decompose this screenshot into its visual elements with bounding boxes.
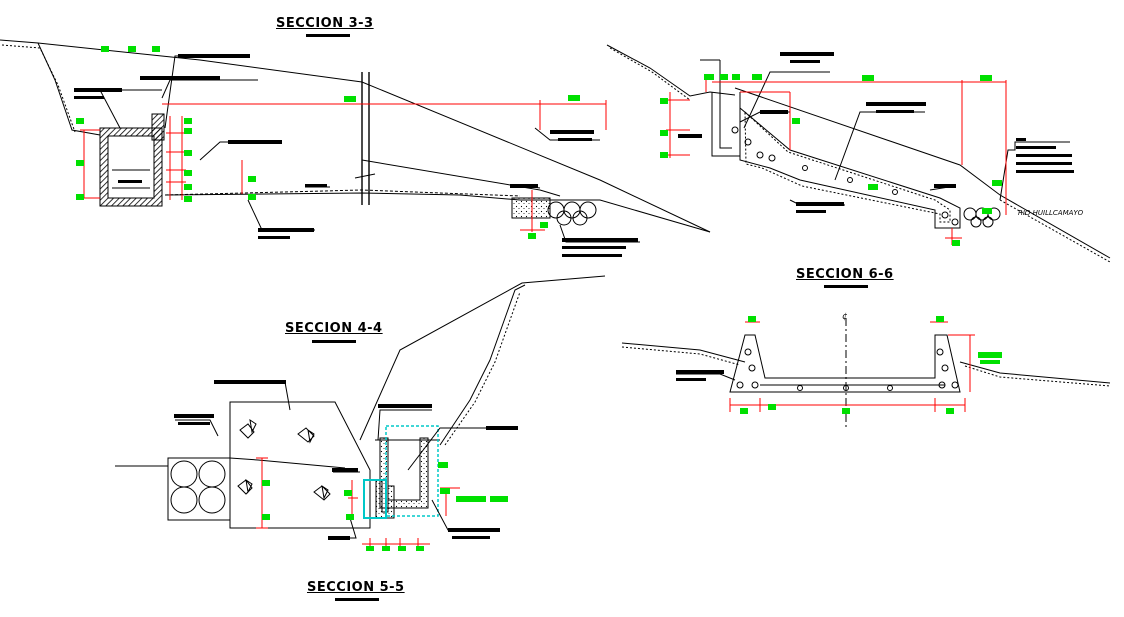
title-scale-bars [306, 34, 868, 601]
gabion-stones-4-4 [170, 460, 226, 514]
terrain-line-5-5 [621, 342, 746, 363]
bolts-5-5 [736, 348, 959, 391]
gabion-3-3 [511, 197, 597, 226]
section-3-3-drawing [0, 39, 711, 243]
boulders [237, 418, 331, 501]
terrain-line-3-3 [0, 39, 101, 136]
section-6-6-drawing [606, 44, 1111, 263]
slope-4-4 [359, 275, 606, 441]
section-4-4-drawing [115, 275, 606, 539]
section-3-3-title: SECCION 3-3 [276, 16, 374, 31]
dimension-tags [76, 46, 1002, 551]
u-channel-5-5 [729, 334, 961, 393]
dimensions-3-3 [80, 100, 607, 232]
section-4-4-title: SECCION 4-4 [285, 321, 383, 336]
section-5-5-drawing [621, 318, 1111, 430]
bolts-6-6 [731, 126, 959, 226]
dimensions-6-6 [666, 80, 1007, 245]
section-5-5-title: SECCION 5-5 [307, 580, 405, 595]
annotation-blocks [74, 52, 1074, 540]
terrain-line-6-6 [606, 44, 736, 97]
river-label: RIO HUILLCAMAYO [1018, 209, 1084, 217]
retaining-wall-6-6 [711, 92, 741, 157]
section-6-6-title: SECCION 6-6 [796, 267, 894, 282]
centerline-label: ¢ [842, 312, 848, 322]
concrete-channel [375, 437, 429, 519]
